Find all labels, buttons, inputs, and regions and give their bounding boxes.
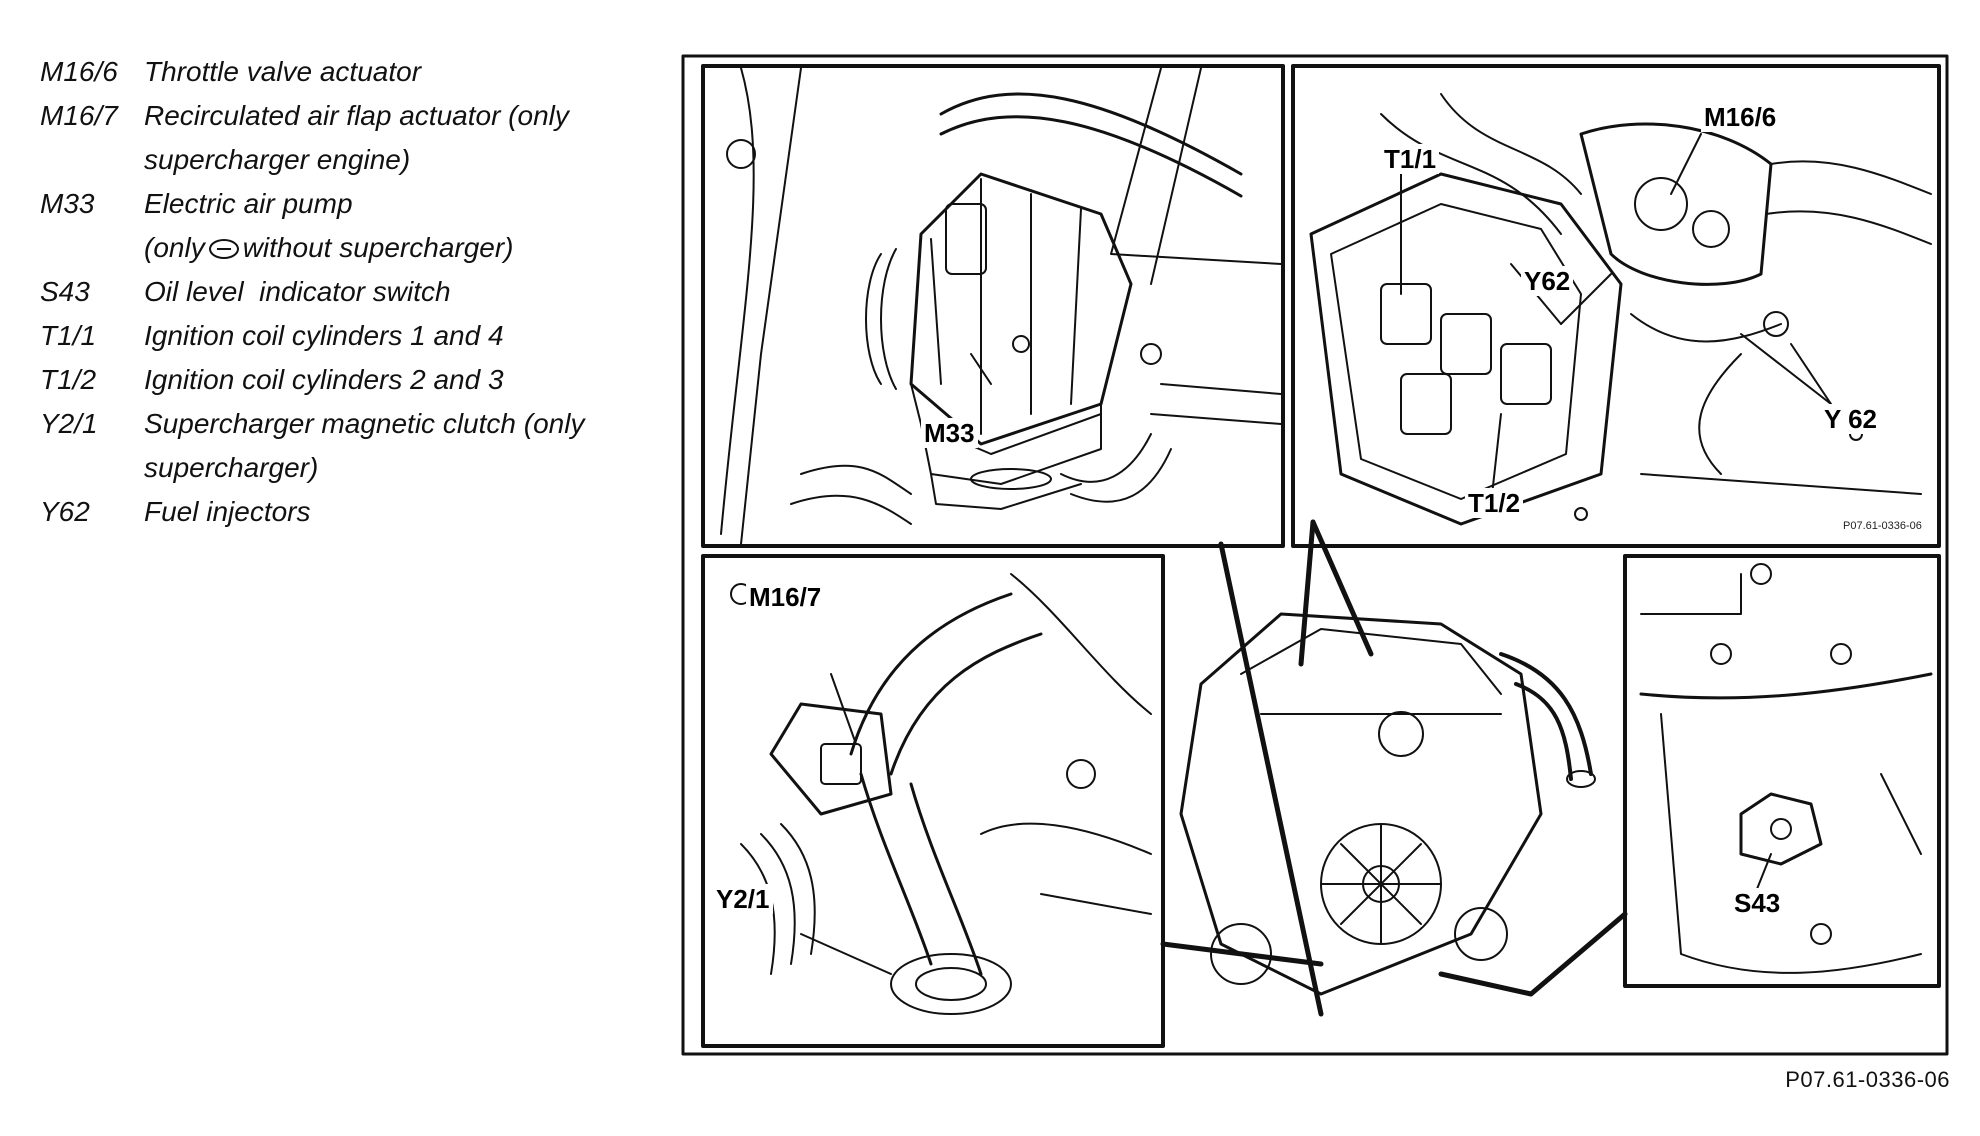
legend-item-s43: S43 Oil level indicator switch xyxy=(40,270,650,314)
legend-code: T1/1 xyxy=(40,320,97,351)
legend-code: Y2/1 xyxy=(40,408,98,439)
legend-item-m33: M33 Electric air pump (only without super… xyxy=(40,182,650,270)
callout-y62-upper: Y62 xyxy=(1521,266,1574,296)
legend-item-m16-6: M16/6 Throttle valve actuator xyxy=(40,50,650,94)
panel-oil-level-switch xyxy=(1623,554,1941,988)
legend-description-line2: supercharger engine) xyxy=(144,144,411,175)
legend-item-m16-7: M16/7 Recirculated air flap actuator (on… xyxy=(40,94,650,182)
callout-m33: M33 xyxy=(921,418,978,448)
legend-description-line1: Electric air pump xyxy=(144,188,353,219)
panel-ignition-coils xyxy=(1291,64,1941,548)
legend-description: Fuel injectors xyxy=(144,496,311,527)
legend-description: Ignition coil cylinders 2 and 3 xyxy=(144,364,504,395)
figure-reference-code: P07.61-0336-06 xyxy=(1785,1067,1950,1092)
legend-item-y2-1: Y2/1 Supercharger magnetic clutch (only … xyxy=(40,402,650,490)
component-legend: M16/6 Throttle valve actuator M16/7 Reci… xyxy=(40,50,650,534)
panel-reference-code: P07.61-0336-06 xyxy=(1841,520,1924,532)
legend-item-y62: Y62 Fuel injectors xyxy=(40,490,650,534)
callout-y2-1: Y2/1 xyxy=(713,884,773,914)
legend-description: Ignition coil cylinders 1 and 4 xyxy=(144,320,504,351)
legend-description-line2-pre: (only xyxy=(144,232,205,263)
figure-frame xyxy=(681,54,1949,1056)
legend-code: T1/2 xyxy=(40,364,97,395)
legend-code: M33 xyxy=(40,188,95,219)
emission-symbol-icon xyxy=(208,239,239,259)
legend-code: S43 xyxy=(40,276,90,307)
legend-description: Supercharger magnetic clutch (only super… xyxy=(144,402,650,490)
legend-description-line2-post: without supercharger) xyxy=(242,232,514,263)
callout-t1-1: T1/1 xyxy=(1381,144,1440,174)
callout-t1-2: T1/2 xyxy=(1465,488,1524,518)
callout-y62-lower: Y 62 xyxy=(1821,404,1881,434)
legend-item-t1-2: T1/2 Ignition coil cylinders 2 and 3 xyxy=(40,358,650,402)
legend-item-t1-1: T1/1 Ignition coil cylinders 1 and 4 xyxy=(40,314,650,358)
engine-drawing xyxy=(681,54,1949,1056)
legend-code: M16/7 xyxy=(40,100,118,131)
panel-supercharger xyxy=(701,554,1165,1048)
legend-code: M16/6 xyxy=(40,56,118,87)
panel-connector-lines xyxy=(1160,519,1628,1017)
legend-code: Y62 xyxy=(40,496,90,527)
legend-description: Electric air pump (only without superchar… xyxy=(144,182,650,270)
legend-description: Throttle valve actuator xyxy=(144,56,422,87)
callout-m16-7: M16/7 xyxy=(746,582,825,612)
callout-s43: S43 xyxy=(1731,888,1784,918)
callout-m16-6: M16/6 xyxy=(1701,102,1780,132)
panel-engine-overview xyxy=(1179,612,1596,996)
legend-description-line1: Supercharger magnetic clutch (only xyxy=(144,408,585,439)
legend-description-line2: supercharger) xyxy=(144,452,319,483)
legend-description-line1: Recirculated air flap actuator (only xyxy=(144,100,569,131)
panel-air-pump xyxy=(701,64,1285,548)
engine-component-figure: M33 T1/1 M16/6 Y62 Y 62 T1/2 M16/7 Y2/1 … xyxy=(681,54,1951,1059)
legend-description: Recirculated air flap actuator (only sup… xyxy=(144,94,650,182)
legend-description: Oil level indicator switch xyxy=(144,276,451,307)
